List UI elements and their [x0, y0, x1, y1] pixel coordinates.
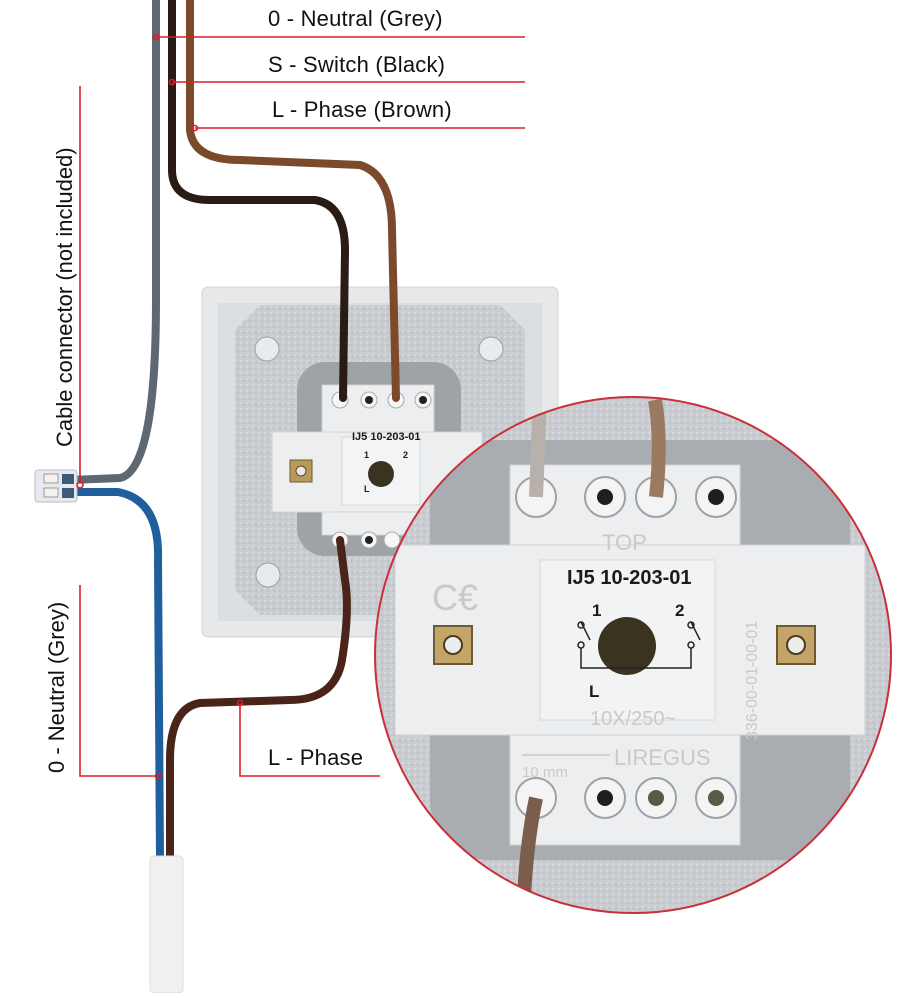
- brand-marking: LIREGUS: [614, 745, 711, 770]
- callout-neutral-bottom: 0 - Neutral (Grey): [44, 601, 69, 773]
- part-code-marking: 336-00-01-00-01: [744, 621, 761, 740]
- neutral-wire-blue: [66, 488, 164, 864]
- zoom-wire-phase: [648, 398, 666, 498]
- strip-length-marking: 10 mm: [522, 764, 568, 781]
- callout-neutral-top: 0 - Neutral (Grey): [268, 6, 443, 31]
- callout-line-phase-bottom: [239, 703, 380, 777]
- small-terminal-l: L: [364, 484, 370, 494]
- callout-phase-bottom: L - Phase: [268, 745, 364, 770]
- callout-lines: [79, 36, 525, 777]
- top-marking: TOP: [602, 530, 647, 555]
- callout-line-neutral-bottom: [79, 585, 158, 777]
- rating-marking: 10X/250~: [590, 708, 676, 730]
- zoom-wire-switch: [529, 399, 547, 498]
- actuator-hole-large: [598, 617, 656, 675]
- small-terminal-1: 1: [364, 450, 369, 460]
- zoom-circle-border: [374, 396, 892, 914]
- small-model-text: IJ5 10-203-01: [352, 431, 421, 443]
- zoom-inset: TOP IJ5 10-203-01 1 2 L 10X/250~ LIREGUS…: [374, 396, 892, 914]
- callout-phase-top: L - Phase (Brown): [272, 97, 452, 122]
- cable-connector: [34, 469, 78, 503]
- switch-schematic: [577, 621, 701, 669]
- switch-wire-black: [168, 0, 350, 402]
- ce-mark: C€: [432, 577, 478, 618]
- small-terminal-2: 2: [403, 450, 408, 460]
- callout-switch-top: S - Switch (Black): [268, 52, 446, 77]
- wires: [66, 0, 400, 864]
- terminal-l-label: L: [589, 682, 599, 701]
- actuator-hole: [368, 461, 394, 487]
- cable-jacket: [149, 855, 184, 994]
- callout-cable-connector: Cable connector (not included): [52, 147, 77, 447]
- phase-wire-brown-bottom: [166, 536, 351, 864]
- terminal-1-label: 1: [592, 601, 601, 620]
- phase-wire-brown-top: [186, 0, 400, 402]
- terminal-2-label: 2: [675, 601, 684, 620]
- neutral-wire-grey: [66, 0, 160, 484]
- mounting-screw-slot: [254, 336, 504, 588]
- model-number: IJ5 10-203-01: [567, 567, 692, 589]
